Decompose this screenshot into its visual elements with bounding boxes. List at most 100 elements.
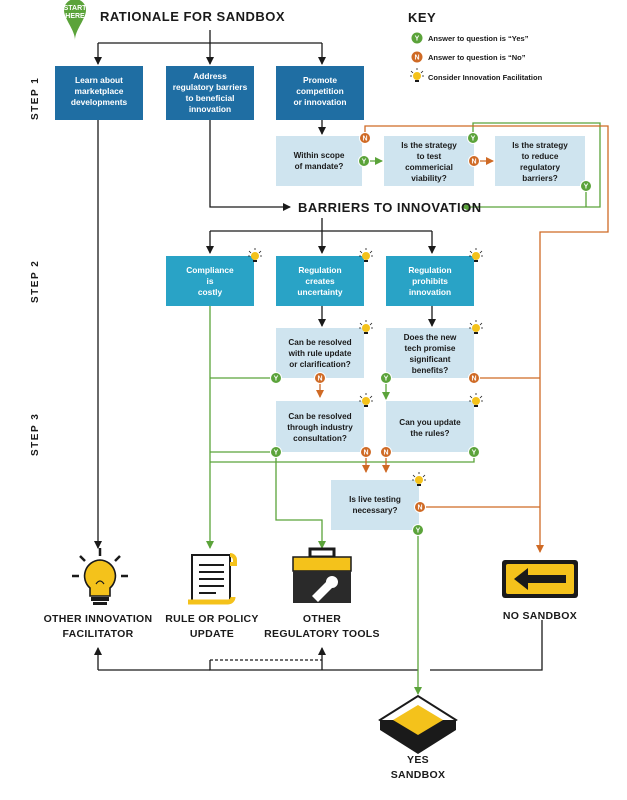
badge-letter: Y [472, 450, 477, 457]
barrier-compliance-box: Compliance is costly [166, 256, 254, 306]
box-text-line: Can you update [399, 418, 461, 427]
no-sandbox-sign-icon [502, 560, 578, 598]
question-live-testing-box: Is live testing necessary? [331, 480, 419, 530]
box-text-line: costly [198, 287, 223, 297]
box-text-line: innovation [189, 104, 231, 114]
box-text-line: Address [193, 71, 227, 81]
badge-letter: Y [274, 450, 279, 457]
no-key-icon [411, 51, 423, 63]
key-legend: KEY Y Answer to question is “Yes” N Answ… [408, 10, 543, 82]
box-text-line: regulatory [520, 163, 560, 172]
box-text-line: creates [305, 276, 335, 286]
box-text-line: consultation? [293, 434, 347, 443]
box-text-line: competition [296, 86, 343, 96]
key-yes-text: Answer to question is “Yes” [428, 34, 529, 43]
box-text-line: Learn about [75, 75, 123, 85]
box-text-line: uncertainty [297, 287, 342, 297]
box-text-line: to test [417, 152, 442, 161]
badge-letter: N [471, 159, 476, 166]
box-text-line: viability? [411, 174, 447, 183]
badge-letter: Y [362, 159, 367, 166]
box-text-line: developments [71, 97, 128, 107]
facilitation-lightbulb-icon [469, 320, 483, 334]
badge-letter: N [363, 450, 368, 457]
box-text-line: tech promise [405, 344, 456, 353]
outcome-no-sandbox-label: NO SANDBOX [503, 610, 577, 622]
facilitation-lightbulb-icon [359, 393, 373, 407]
yes-key-icon [411, 32, 423, 44]
facilitation-lightbulb-icon [469, 393, 483, 407]
box-text-line: or innovation [293, 97, 346, 107]
yes-badge-icon [580, 180, 592, 192]
toolbox-icon [292, 547, 352, 603]
barriers-heading: BARRIERS TO INNOVATION [298, 200, 482, 215]
start-badge-line: HERE [65, 13, 85, 20]
question-update-rules-box: Can you update the rules? [386, 401, 474, 452]
step-1-label: STEP 1 [30, 77, 41, 120]
key-heading: KEY [408, 10, 436, 25]
no-badge-icon [360, 446, 372, 458]
box-text-line: commericial [405, 163, 453, 172]
no-badge-icon [468, 372, 480, 384]
badge-letter: N [417, 505, 422, 512]
yes-badge-icon [270, 446, 282, 458]
facilitation-markers [248, 248, 483, 486]
box-text-line: Regulation [298, 265, 341, 275]
badge-letter: N [317, 376, 322, 383]
box-text-line: significant [410, 355, 451, 364]
box-text-line: to beneficial [186, 93, 235, 103]
no-badge-icon [468, 155, 480, 167]
rationale-address-box: Address regulatory barriers to beneficia… [166, 66, 254, 120]
question-test-viability-box: Is the strategy to test commericial viab… [384, 136, 474, 186]
box-text-line: regulatory barriers [173, 82, 248, 92]
question-consultation-box: Can be resolved through industry consult… [276, 401, 364, 452]
box-text-line: through industry [287, 423, 353, 432]
outcome-regulatory-tools-line: REGULATORY TOOLS [264, 628, 380, 640]
barrier-prohibits-box: Regulation prohibits innovation [386, 256, 474, 306]
box-text-line: benefits? [412, 366, 448, 375]
no-badge-icon [359, 132, 371, 144]
outcome-rule-update-line: UPDATE [190, 628, 234, 640]
box-text-line: to reduce [522, 152, 559, 161]
box-text-line: is [207, 276, 214, 286]
box-text-line: necessary? [352, 506, 397, 515]
question-rule-update-box: Can be resolved with rule update or clar… [276, 328, 364, 378]
connectors [94, 30, 609, 695]
outcome-yes-sandbox-line: SANDBOX [391, 769, 446, 781]
no-badge-icon [314, 372, 326, 384]
question-within-scope-box: Within scope of mandate? [276, 136, 362, 186]
document-scroll-icon [188, 553, 237, 605]
box-text-line: Promote [303, 75, 337, 85]
outcome-regulatory-tools-line: OTHER [303, 613, 341, 625]
lightbulb-key-icon [410, 68, 424, 82]
outcome-innovation-facilitator-line: FACILITATOR [63, 628, 134, 640]
box-text-line: prohibits [412, 276, 448, 286]
box-text-line: Does the new [404, 333, 457, 342]
badge-letter: Y [471, 136, 476, 143]
rationale-learn-box: Learn about marketplace developments [55, 66, 143, 120]
box-text-line: marketplace [75, 86, 124, 96]
badge-letter: N [471, 376, 476, 383]
box-text-line: Is the strategy [401, 141, 457, 150]
box-text-line: Can be resolved [288, 338, 351, 347]
outcome-rule-update-line: RULE OR POLICY [165, 613, 258, 625]
step-3-label: STEP 3 [30, 413, 41, 456]
key-no-text: Answer to question is “No” [428, 53, 526, 62]
facilitation-lightbulb-icon [359, 320, 373, 334]
badge-letter: N [383, 450, 388, 457]
question-reduce-barriers-box: Is the strategy to reduce regulatory bar… [495, 136, 585, 186]
outcome-innovation-facilitator-line: OTHER INNOVATION [44, 613, 153, 625]
box-text-line: the rules? [410, 429, 449, 438]
yes-badge-icon [380, 372, 392, 384]
question-benefits-box: Does the new tech promise significant be… [386, 328, 474, 378]
box-text-line: Regulation [408, 265, 451, 275]
badge-letter: Y [584, 184, 589, 191]
yes-badge-icon [468, 446, 480, 458]
no-badge-icon [380, 446, 392, 458]
outcome-yes-sandbox-line: YES [407, 754, 429, 766]
yes-badge-icon [358, 155, 370, 167]
box-text-line: Within scope [294, 151, 345, 160]
step-2-label: STEP 2 [30, 260, 41, 303]
